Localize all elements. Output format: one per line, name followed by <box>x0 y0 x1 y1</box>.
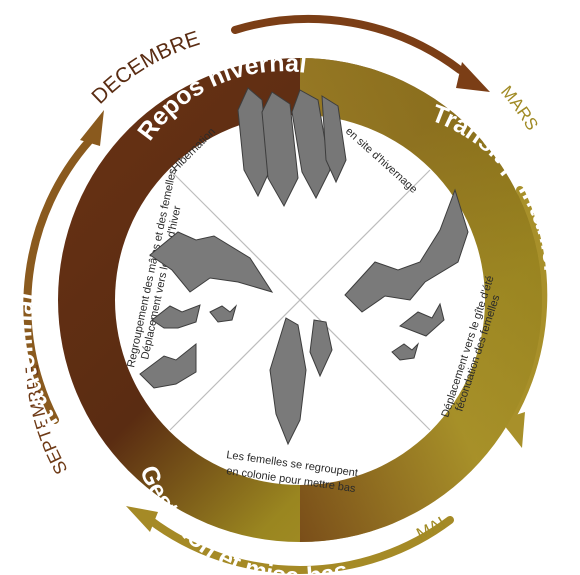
month-label-march: MARS <box>497 82 542 133</box>
